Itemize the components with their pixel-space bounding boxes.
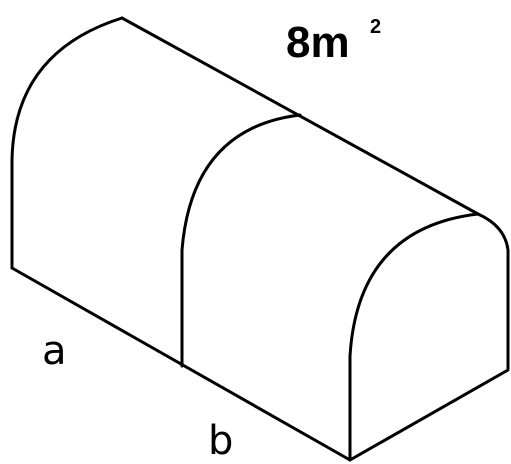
area-label: 8m — [286, 18, 350, 67]
back-arch — [10, 16, 124, 270]
edge-label-a: a — [42, 328, 67, 374]
middle-arch — [180, 113, 302, 368]
area-exponent: 2 — [370, 16, 381, 38]
front-end-face — [348, 212, 510, 462]
area-value: 8m — [286, 18, 350, 67]
edge-label-b: b — [208, 418, 233, 464]
body-fill — [12, 18, 478, 460]
